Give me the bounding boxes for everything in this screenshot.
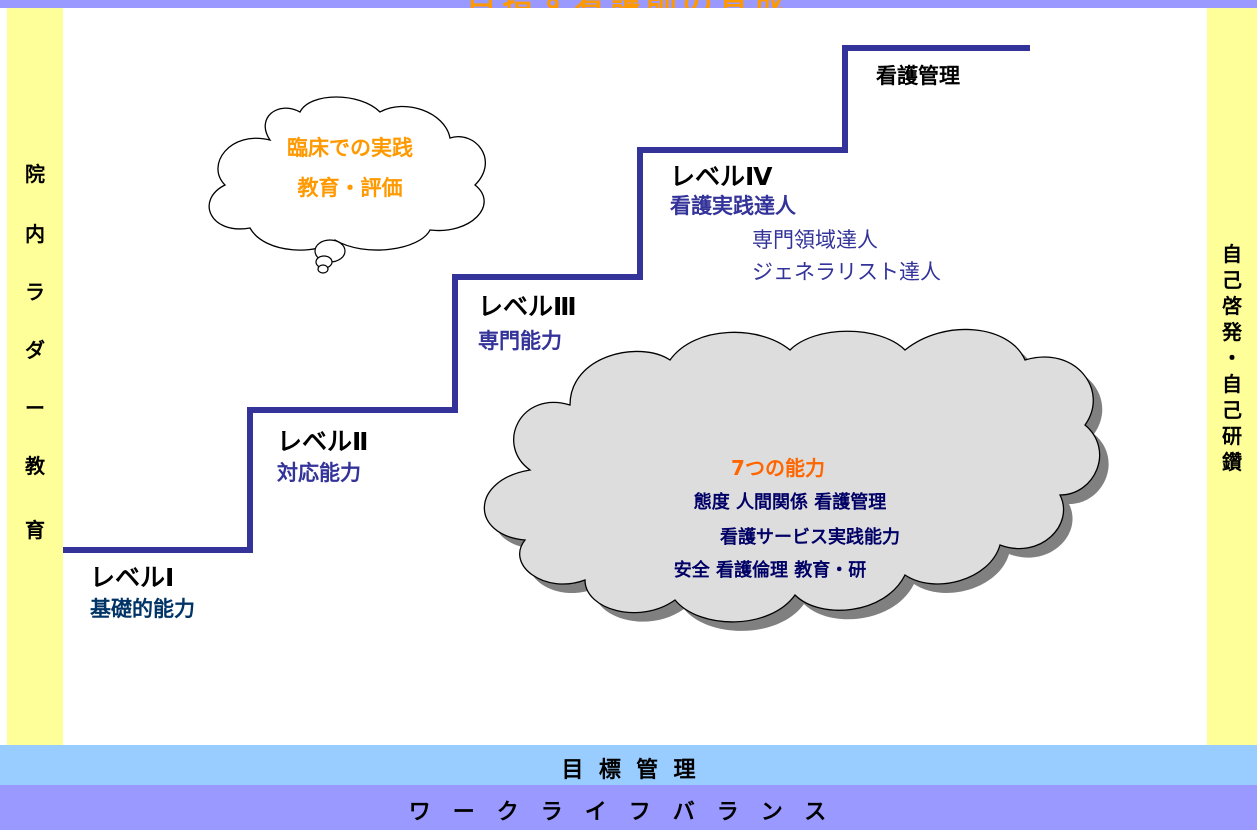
abilities-cloud-line: 安全 看護倫理 教育・研	[673, 560, 867, 581]
level-4-subtitle: 看護実践達人	[670, 194, 796, 218]
level-1-subtitle: 基礎的能力	[90, 597, 195, 621]
left-label-char: ラ	[25, 280, 45, 304]
level-1-title: レベルⅠ	[90, 563, 175, 592]
thought-cloud-line: 教育・評価	[297, 176, 403, 200]
left-label-char: 教	[25, 454, 45, 478]
level-4-title: レベルⅣ	[670, 162, 773, 191]
goal-management-label: 目 標 管 理	[561, 758, 696, 783]
abilities-cloud-title: 7つの能力	[731, 456, 825, 480]
left-label-char: ー	[25, 396, 45, 420]
level-2-title: レベルⅡ	[277, 427, 369, 456]
top-title-band: 目指す看護師の育成	[0, 0, 1257, 8]
right-label-char: 自	[1222, 372, 1242, 396]
thought-cloud-line: 臨床での実践	[287, 136, 413, 160]
level-2-subtitle: 対応能力	[277, 461, 361, 485]
right-vertical-label: 自 己 啓 発 ・ 自 己 研 鑽	[1207, 8, 1257, 745]
work-life-balance-band: ワークライフバランス	[0, 785, 1257, 830]
abilities-cloud-line: 看護サービス実践能力	[720, 527, 900, 548]
right-label-char: ・	[1222, 346, 1242, 370]
abilities-cloud-line: 態度 人間関係 看護管理	[693, 492, 887, 513]
page-title: 目指す看護師の育成	[0, 0, 1257, 8]
thought-cloud	[208, 96, 486, 274]
goal-management-band: 目 標 管 理	[0, 745, 1257, 785]
level-4-detail: 専門領域達人	[752, 228, 878, 252]
abilities-cloud	[483, 328, 1109, 631]
right-label-char: 自	[1222, 242, 1242, 266]
right-label-char: 啓	[1222, 294, 1242, 318]
right-label-char: 鑽	[1222, 450, 1242, 474]
level-3-subtitle: 専門能力	[478, 329, 562, 353]
level-4-detail: ジェネラリスト達人	[752, 260, 941, 284]
left-label-char: ダ	[25, 338, 45, 362]
level-3-title: レベルⅢ	[478, 292, 577, 321]
left-vertical-label: 院 内 ラ ダ ー 教 育	[7, 8, 63, 745]
staircase-line	[63, 45, 1030, 553]
nursing-management-label: 看護管理	[876, 64, 960, 88]
left-label-char: 院	[25, 162, 45, 186]
left-label-char: 内	[25, 222, 45, 246]
right-label-char: 己	[1222, 398, 1242, 422]
work-life-balance-label: ワークライフバランス	[408, 800, 849, 825]
left-label-char: 育	[25, 518, 45, 542]
right-label-char: 研	[1222, 424, 1242, 448]
right-label-char: 発	[1222, 320, 1242, 344]
right-label-char: 己	[1222, 268, 1242, 292]
